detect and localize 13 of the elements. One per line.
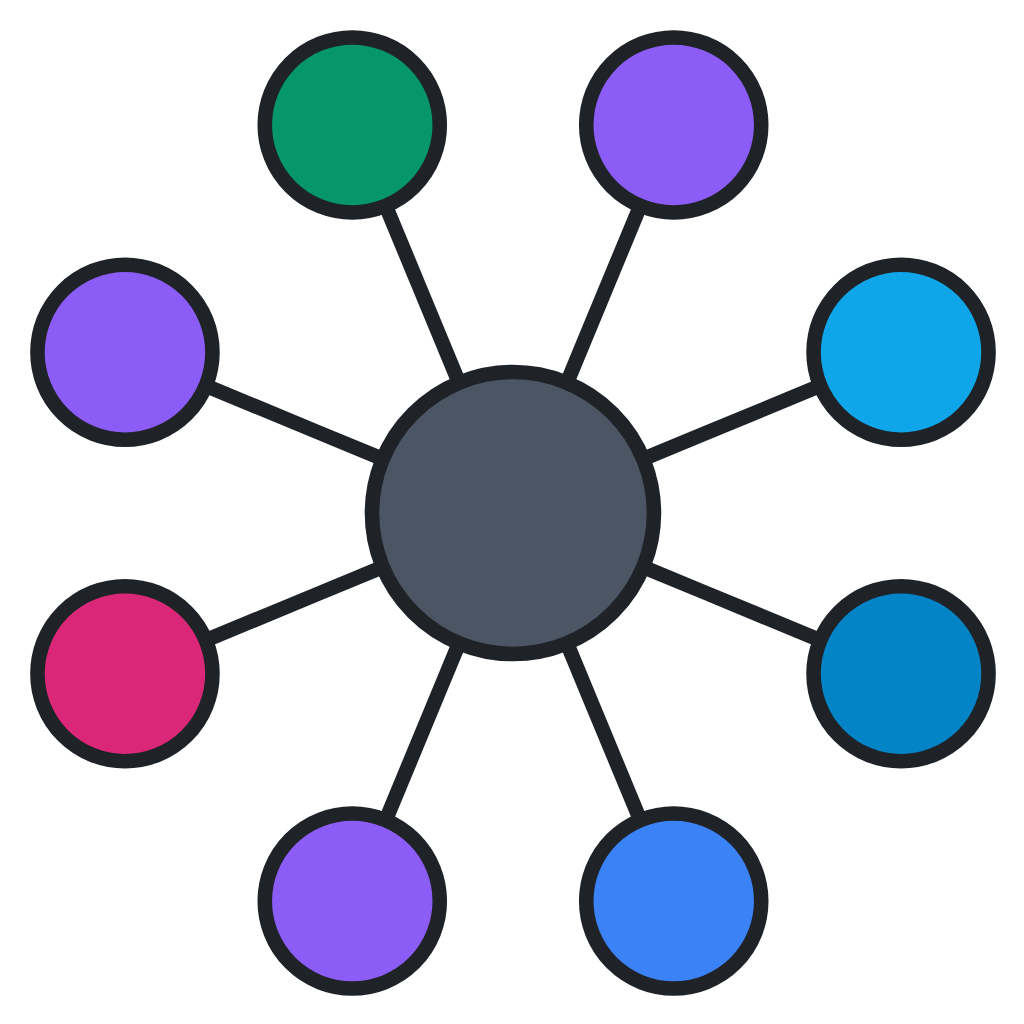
node-circle [805,577,995,768]
node-circle [577,805,768,995]
node-circle [29,256,219,447]
connector [559,640,646,822]
node-circle [256,29,447,219]
connector [640,559,822,646]
connector [378,640,465,822]
node-circle [363,363,661,661]
node-circle [29,577,219,768]
node-circle [577,29,768,219]
node-circle [805,256,995,447]
connector [640,378,822,465]
node-circle [256,805,447,995]
